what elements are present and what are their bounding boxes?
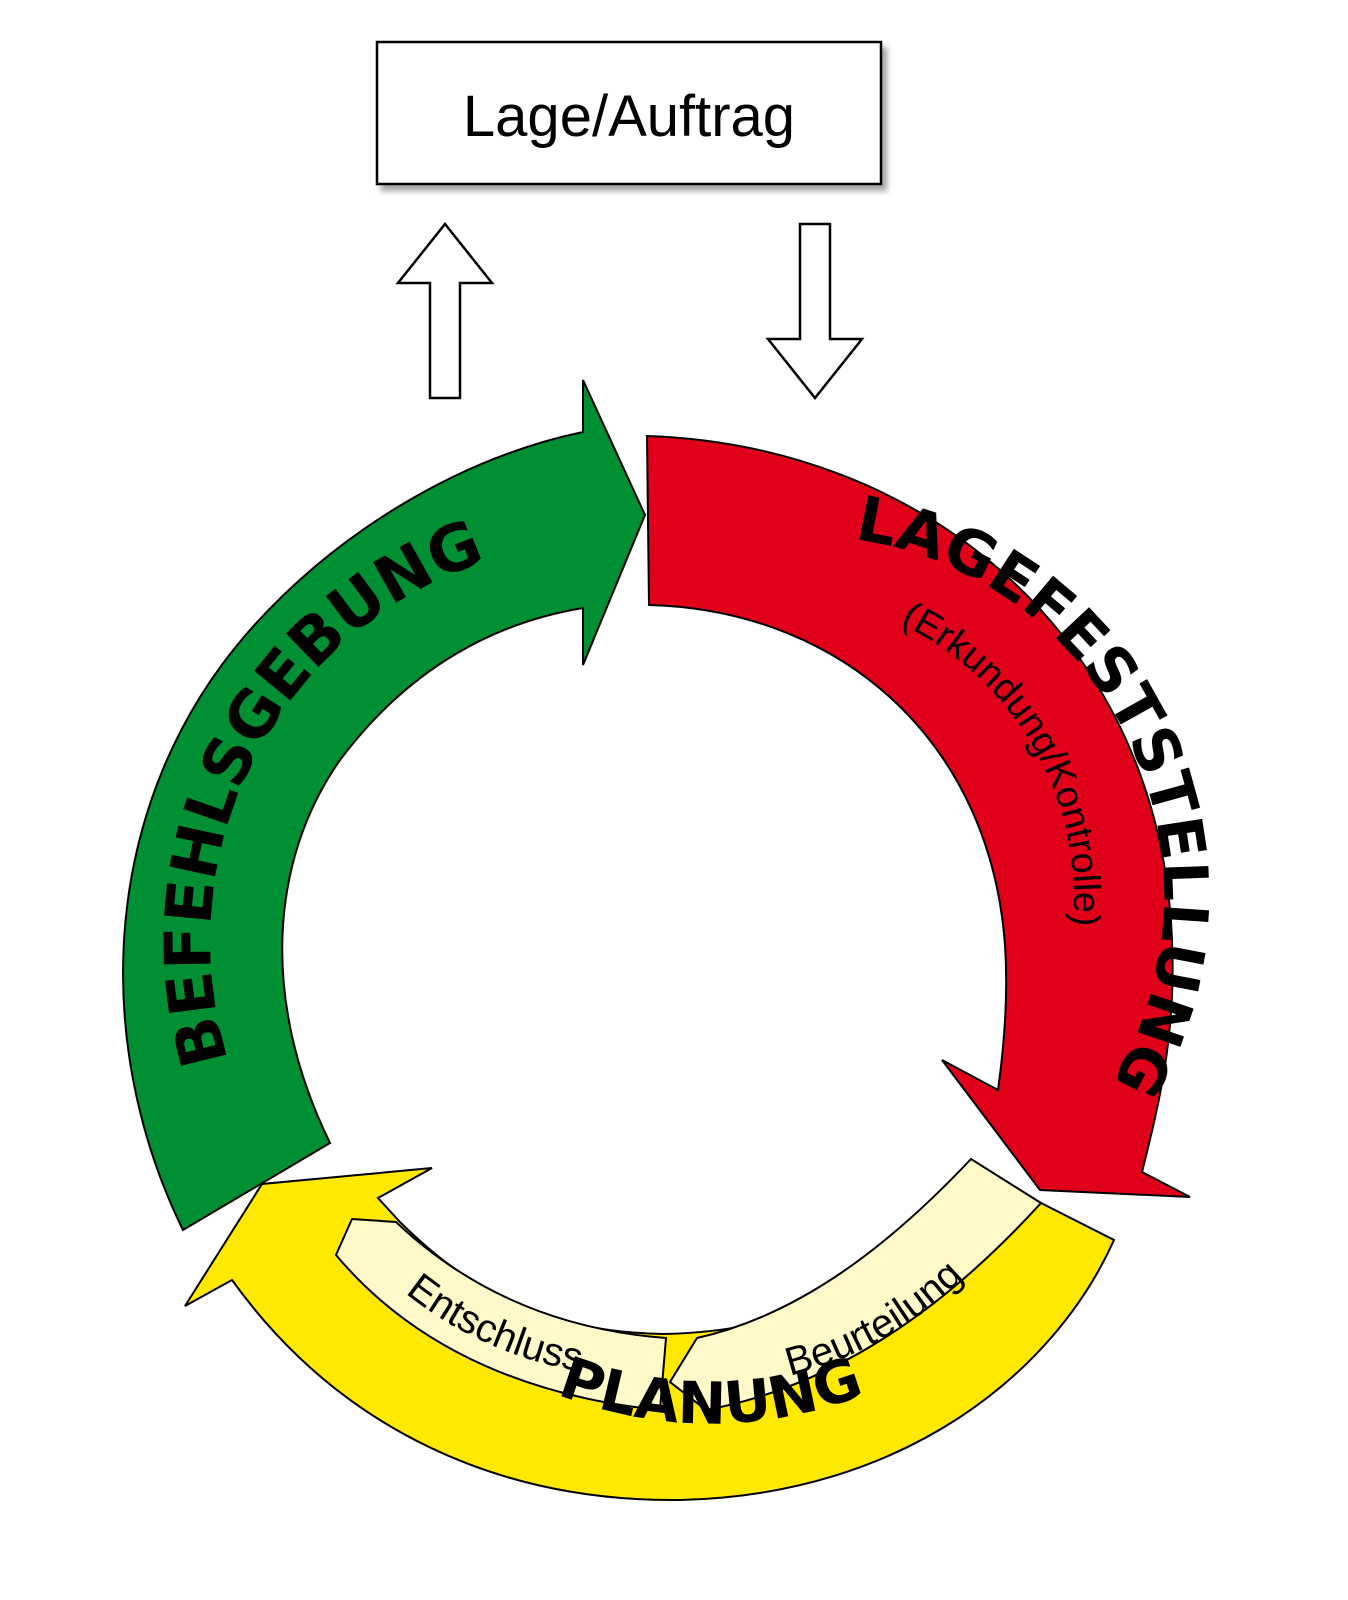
- befehlsgebung-arrow: [122, 379, 647, 1232]
- entschluss-box: [334, 1217, 668, 1412]
- down-arrow-icon: [765, 222, 865, 401]
- lage-auftrag-box: Lage/Auftrag: [375, 40, 883, 186]
- beurteilung-box: [668, 1157, 1043, 1412]
- lagefeststellung-arrow: [645, 434, 1191, 1198]
- lage-auftrag-label: Lage/Auftrag: [463, 84, 795, 149]
- up-arrow-icon: [395, 221, 495, 400]
